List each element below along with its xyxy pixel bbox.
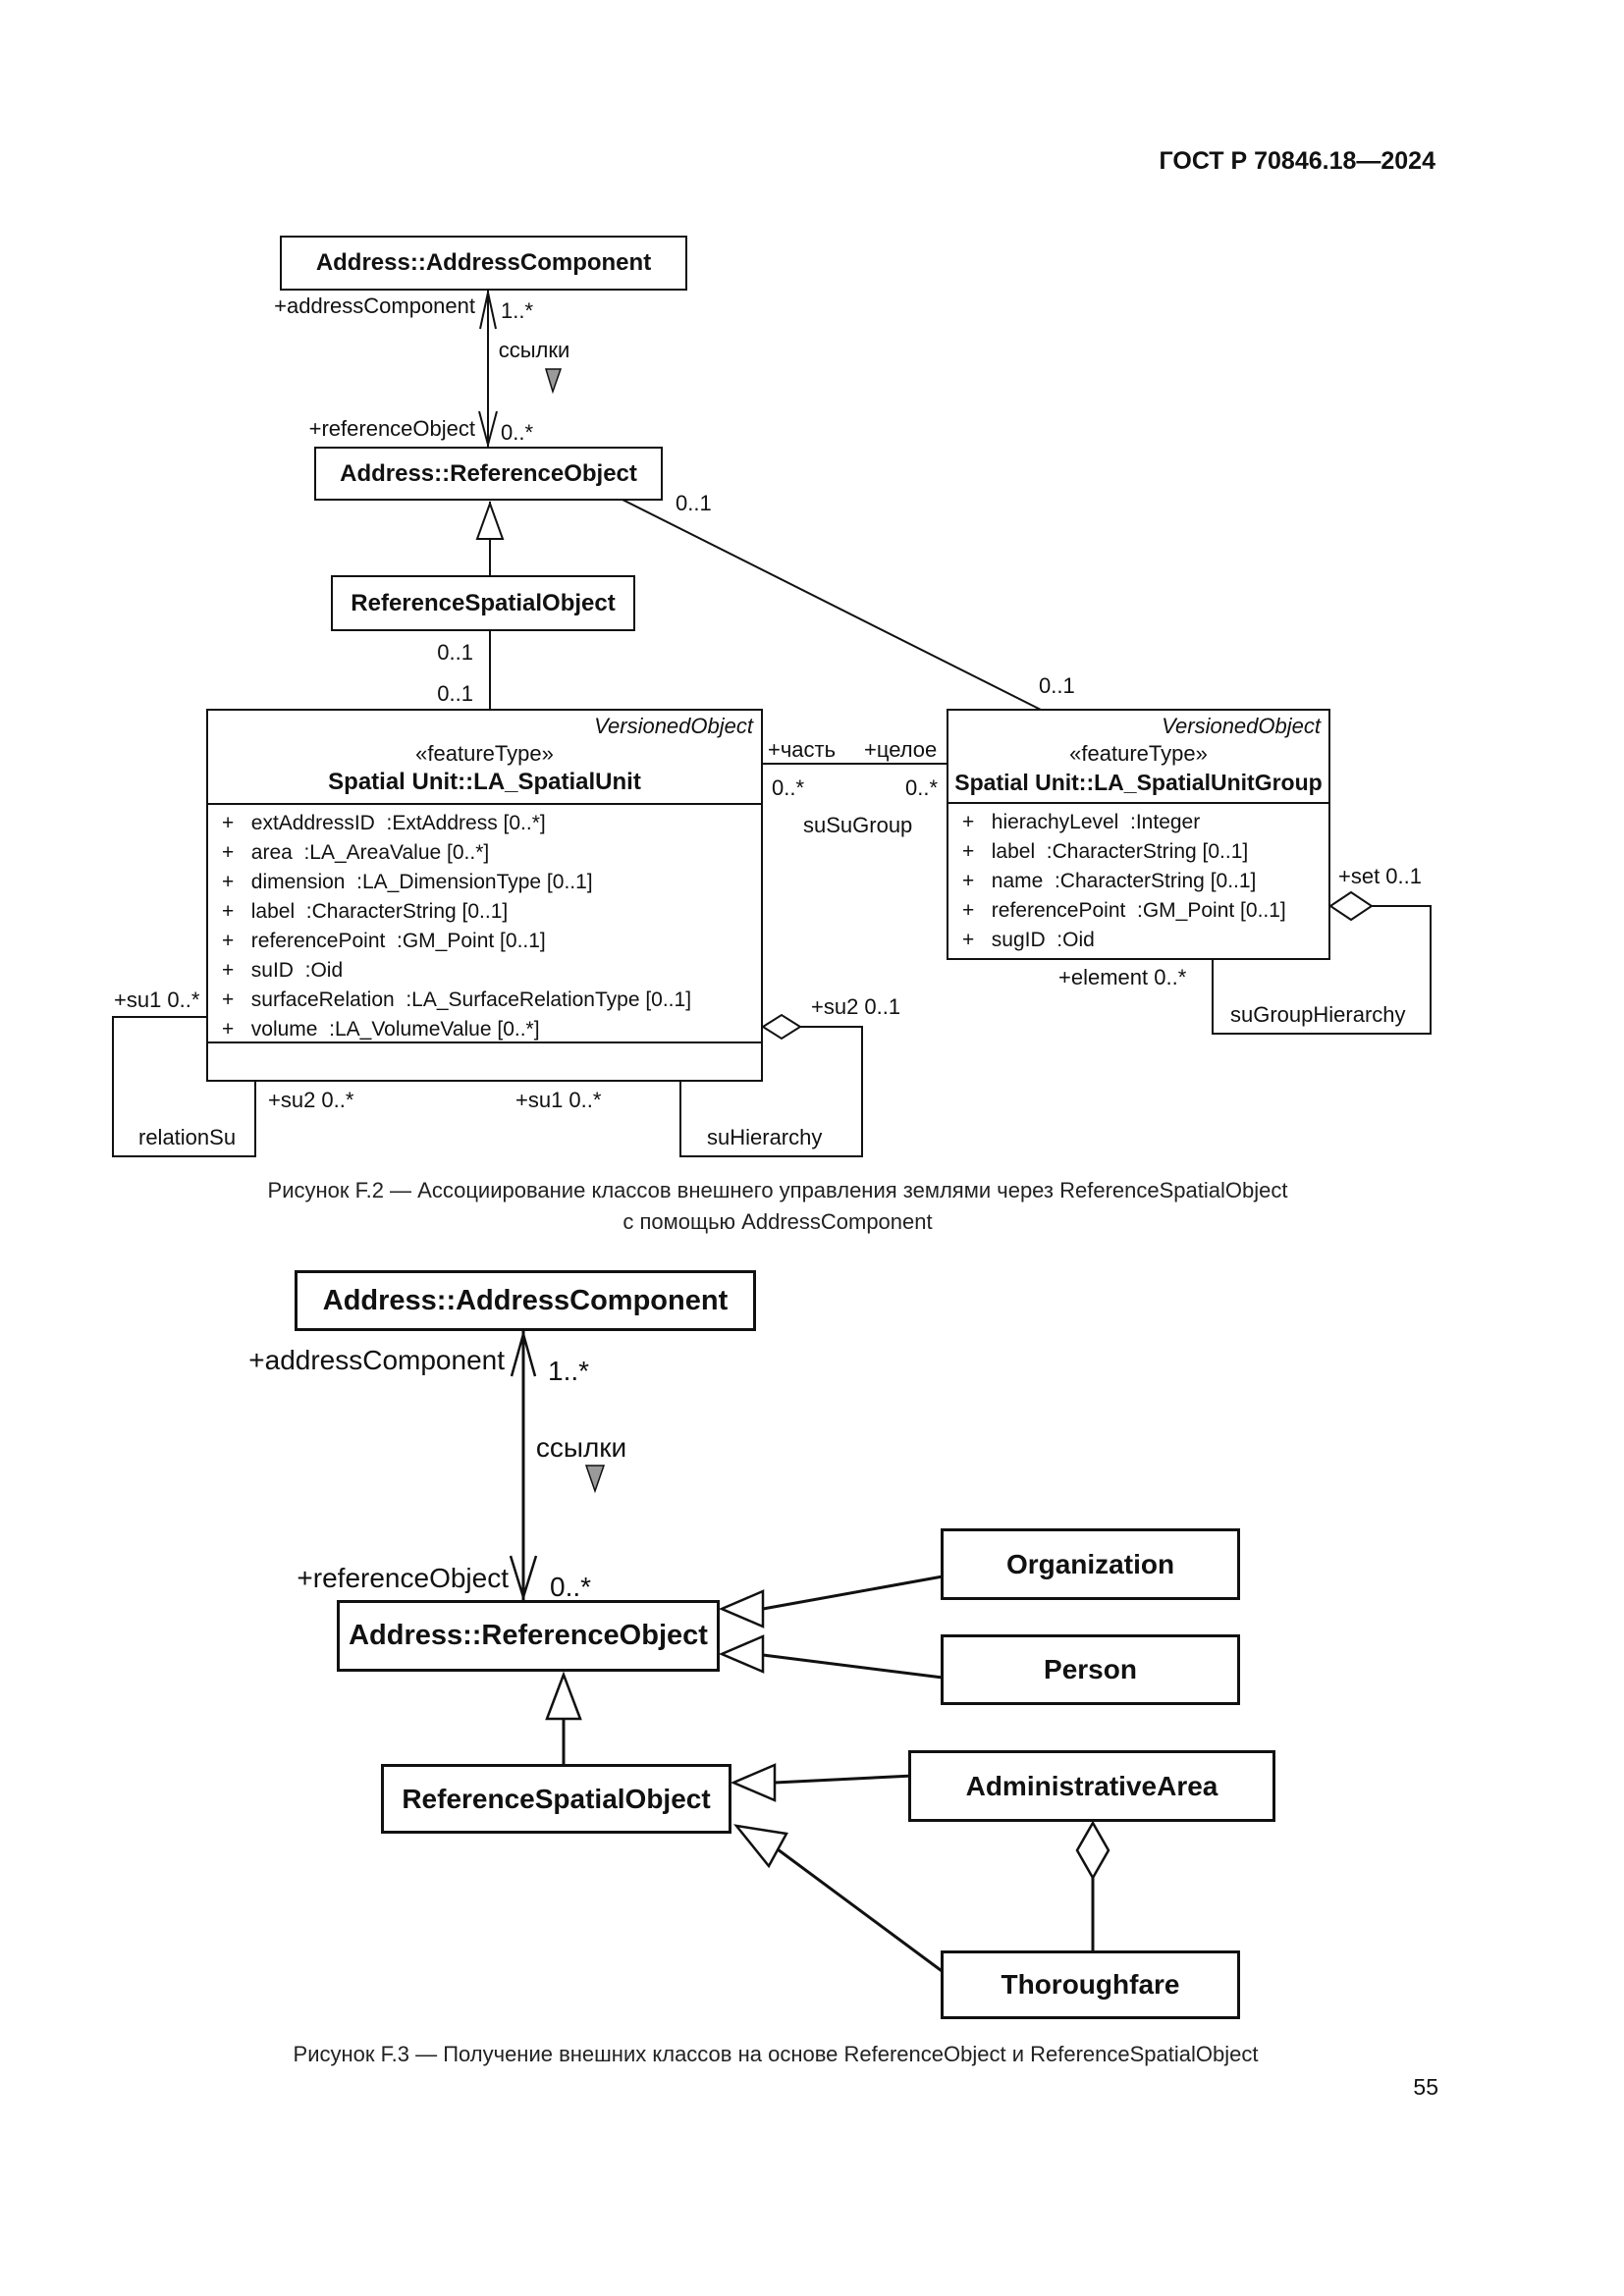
class-header: VersionedObject «featureType» Spatial Un… [948,711,1328,802]
f2-aggregation-diamond-su-icon [761,1013,802,1041]
class-title: ReferenceSpatialObject [351,589,616,616]
class-title: AdministrativeArea [965,1770,1218,1801]
attribute-row: + referencePoint :GM_Point [0..1] [222,930,546,952]
attribute-row: + label :CharacterString [0..1] [962,840,1249,863]
f3-generalization-thoroughfare-line [777,1847,946,1975]
class-title: Spatial Unit::LA_SpatialUnit [328,769,641,795]
attribute-row: + label :CharacterString [0..1] [222,900,509,923]
attribute-row: + sugID :Oid [962,929,1095,951]
class-title: Address::ReferenceObject [340,459,637,487]
f2-open-arrow-up-icon [479,292,497,330]
f2-mult-refobject-group-right: 0..1 [1039,673,1075,698]
f3-open-arrow-down-icon [509,1555,538,1602]
f3-class-organization: Organization [941,1528,1240,1600]
superclass-label: VersionedObject [594,714,753,738]
f3-generalization-organization-line [762,1575,944,1611]
f2-mult-refobject-group-left: 0..1 [676,491,712,515]
f3-generalization-triangle-thoroughfare-icon [732,1824,788,1869]
f2-association-name-susugroup: suSuGroup [803,813,913,837]
f2-class-reference-object: Address::ReferenceObject [314,447,663,501]
operations-compartment-empty [208,1041,761,1080]
figure-f2-caption-line1: Рисунок F.2 — Ассоциирование классов вне… [267,1178,1288,1202]
f2-class-la-spatial-unit-group: VersionedObject «featureType» Spatial Un… [947,709,1330,960]
f3-class-reference-object: Address::ReferenceObject [337,1600,720,1672]
f2-role-part: +часть [768,737,837,762]
stereotype-label: «featureType» [415,741,554,766]
f2-role-whole: +целое [864,737,938,762]
class-title: Spatial Unit::LA_SpatialUnitGroup [954,770,1323,795]
figure-f3-caption: Рисунок F.3 — Получение внешних классов … [293,2042,1259,2066]
f3-association-name-ssylki: ссылки [535,1432,627,1463]
class-header: VersionedObject «featureType» Spatial Un… [208,711,761,803]
f2-class-la-spatial-unit: VersionedObject «featureType» Spatial Un… [206,709,763,1082]
attribute-row: + referencePoint :GM_Point [0..1] [962,899,1286,922]
f3-generalization-administrativearea-line [774,1774,914,1785]
f2-role-hierarchy-su2: +su2 0..1 [811,994,901,1019]
attribute-row: + extAddressID :ExtAddress [0..*] [222,812,546,834]
attribute-row: + suID :Oid [222,959,344,982]
f3-class-thoroughfare: Thoroughfare [941,1950,1240,2019]
standard-number: ГОСТ Р 70846.18—2024 [1159,147,1435,175]
f2-direction-triangle-icon [544,368,563,395]
f2-mult-part: 0..* [772,775,805,800]
f3-class-address-component: Address::AddressComponent [295,1270,756,1331]
attributes-compartment: + extAddressID :ExtAddress [0..*] + area… [208,803,761,1041]
f3-role-referenceobject: +referenceObject [297,1563,509,1593]
f2-role-relation-su2: +su2 0..* [268,1088,354,1112]
f2-generalization-triangle-icon [475,501,505,540]
class-title: Thoroughfare [1001,1969,1180,2000]
f2-class-address-component: Address::AddressComponent [280,236,687,291]
class-title: Person [1044,1654,1137,1684]
f2-association-name-ssylki: ссылки [498,338,570,362]
f2-association-name-relationsu: relationSu [138,1125,237,1149]
f3-role-addresscomponent: +addressComponent [248,1345,505,1375]
f2-mult-rso-su-top: 0..1 [437,640,473,665]
attribute-row: + volume :LA_VolumeValue [0..*] [222,1018,540,1041]
f2-role-element: +element 0..* [1058,965,1187,989]
f3-class-reference-spatial-object: ReferenceSpatialObject [381,1764,731,1834]
class-title: Address::AddressComponent [315,249,652,276]
f2-association-name-sugrouphierarchy: suGroupHierarchy [1230,1002,1406,1027]
attribute-row: + name :CharacterString [0..1] [962,870,1257,892]
f2-class-reference-spatial-object: ReferenceSpatialObject [331,575,635,631]
f3-generalization-triangle-organization-icon [718,1589,765,1629]
f2-mult-addresscomponent: 1..* [501,298,534,323]
attribute-row: + area :LA_AreaValue [0..*] [222,841,490,864]
class-title: ReferenceSpatialObject [402,1783,711,1814]
f3-aggregation-diamond-icon [1075,1820,1110,1881]
f2-role-relation-su1: +su1 0..* [114,988,200,1012]
f2-association-name-suhierarchy: suHierarchy [707,1125,823,1149]
page-number: 55 [1413,2074,1438,2100]
f2-role-hierarchy-su1: +su1 0..* [515,1088,602,1112]
attribute-row: + dimension :LA_DimensionType [0..1] [222,871,593,893]
f3-class-person: Person [941,1634,1240,1705]
f2-role-referenceobject: +referenceObject [308,416,475,441]
attribute-row: + hierachyLevel :Integer [962,811,1201,833]
attribute-row: + surfaceRelation :LA_SurfaceRelationTyp… [222,988,692,1011]
f2-open-arrow-down-icon [478,410,498,449]
f2-mult-referenceobject: 0..* [501,420,534,445]
f2-association-referenceobject-spatialunitgroup [620,498,1044,712]
f3-generalization-person-line [762,1653,944,1680]
superclass-label: VersionedObject [1162,714,1321,738]
f3-direction-triangle-icon [584,1465,606,1494]
f2-role-set: +set 0..1 [1338,864,1423,888]
f3-generalization-triangle-administrativearea-icon [730,1763,777,1802]
f2-role-addresscomponent: +addressComponent [274,294,475,318]
f3-generalization-triangle-rso-icon [545,1671,582,1721]
stereotype-label: «featureType» [1069,741,1208,766]
f2-aggregation-diamond-sug-icon [1328,890,1374,922]
f2-mult-whole: 0..* [905,775,939,800]
f3-mult-referenceobject: 0..* [550,1572,592,1602]
class-title: Address::AddressComponent [322,1284,729,1316]
figure-f2-caption-line2: с помощью AddressComponent [623,1209,933,1234]
f2-mult-rso-su-bottom: 0..1 [437,681,473,706]
f3-open-arrow-up-icon [510,1329,537,1377]
f3-mult-addresscomponent: 1..* [548,1356,590,1386]
class-title: Address::ReferenceObject [349,1620,708,1651]
f3-generalization-triangle-person-icon [718,1634,765,1674]
class-title: Organization [1005,1548,1175,1579]
f3-class-administrative-area: AdministrativeArea [908,1750,1275,1822]
attributes-compartment: + hierachyLevel :Integer + label :Charac… [948,802,1328,958]
